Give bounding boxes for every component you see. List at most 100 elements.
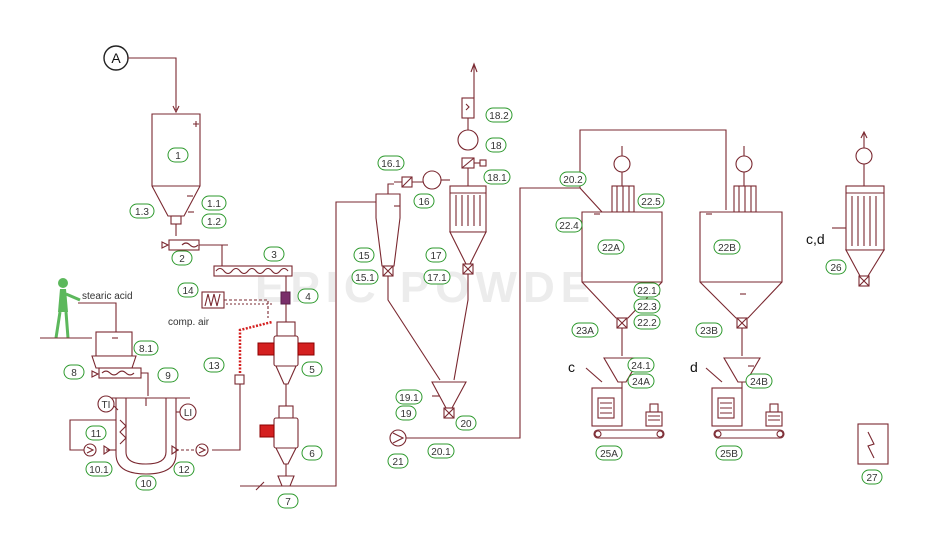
tag-13: 13 <box>203 357 225 373</box>
rotary-valve-7 <box>240 201 376 491</box>
tag-22-1: 22.1 <box>633 282 661 298</box>
svg-text:18.1: 18.1 <box>487 173 507 184</box>
valve-16-1 <box>394 176 424 188</box>
li-label: LI <box>184 408 192 419</box>
tag-1-1: 1.1 <box>201 195 227 211</box>
svg-text:24A: 24A <box>632 377 650 388</box>
screw-feeder-2 <box>161 224 228 251</box>
tag-18-1: 18.1 <box>483 169 511 185</box>
svg-text:23B: 23B <box>700 326 718 337</box>
tag-25a: 25A <box>595 445 623 461</box>
tag-23b: 23B <box>695 322 723 338</box>
tag-18-2: 18.2 <box>485 107 513 123</box>
tag-7: 7 <box>277 493 299 509</box>
svg-text:12: 12 <box>178 465 190 476</box>
tag-20-1: 20.1 <box>427 443 455 459</box>
svg-text:14: 14 <box>182 286 194 297</box>
svg-text:1.3: 1.3 <box>135 207 149 218</box>
coating-mill-5 <box>257 304 315 385</box>
tag-10: 10 <box>135 475 157 491</box>
svg-text:17.1: 17.1 <box>427 273 447 284</box>
legend-box-27 <box>857 423 889 465</box>
packing-machine-25b <box>711 387 785 439</box>
svg-text:9: 9 <box>165 371 171 382</box>
stearic-acid-hopper-8 <box>78 302 137 369</box>
svg-text:8.1: 8.1 <box>139 344 153 355</box>
svg-text:16.1: 16.1 <box>381 159 401 170</box>
branch-label-cd: c,d <box>806 231 825 247</box>
svg-text:5: 5 <box>309 365 315 376</box>
dust-collector-26 <box>832 130 885 287</box>
svg-text:26: 26 <box>830 263 842 274</box>
svg-text:24.1: 24.1 <box>631 361 651 372</box>
svg-text:19.1: 19.1 <box>399 393 419 404</box>
tag-17: 17 <box>425 247 447 263</box>
tag-20-2: 20.2 <box>559 171 587 187</box>
silo-1 <box>151 113 201 225</box>
svg-text:25B: 25B <box>720 449 738 460</box>
tag-19-1: 19.1 <box>395 389 423 405</box>
tag-2: 2 <box>171 250 193 266</box>
branch-label-c: c <box>568 359 575 375</box>
input-a-label: A <box>111 50 121 66</box>
svg-text:7: 7 <box>285 497 291 508</box>
svg-text:16: 16 <box>418 197 430 208</box>
tag-22-5: 22.5 <box>637 193 665 209</box>
svg-text:4: 4 <box>305 292 311 303</box>
tag-12: 12 <box>173 461 195 477</box>
screw-feeder-9 <box>91 367 149 396</box>
tag-19: 19 <box>395 405 417 421</box>
tag-14: 14 <box>177 282 199 298</box>
tag-8-1: 8.1 <box>133 340 159 356</box>
svg-text:19: 19 <box>400 409 412 420</box>
tag-24a: 24A <box>627 373 655 389</box>
branch-label-d: d <box>690 359 698 375</box>
tag-11: 11 <box>85 425 107 441</box>
tag-8: 8 <box>63 364 85 380</box>
svg-text:17: 17 <box>430 251 442 262</box>
svg-text:21: 21 <box>392 457 404 468</box>
feed-line-a <box>128 57 180 114</box>
tag-22-3: 22.3 <box>633 298 661 314</box>
tag-25b: 25B <box>715 445 743 461</box>
tag-1: 1 <box>167 147 189 163</box>
pump-12 <box>171 443 209 457</box>
svg-text:22.4: 22.4 <box>559 221 579 232</box>
filter-4 <box>280 291 291 305</box>
svg-text:1: 1 <box>175 151 181 162</box>
hopper-20 <box>431 381 467 419</box>
tag-16: 16 <box>413 193 435 209</box>
svg-text:22.3: 22.3 <box>637 302 657 313</box>
svg-text:3: 3 <box>271 250 277 261</box>
tag-17-1: 17.1 <box>423 269 451 285</box>
tag-22-4: 22.4 <box>555 217 583 233</box>
ti-label: TI <box>102 400 111 411</box>
fan-16 <box>422 170 450 190</box>
coating-mill-6 <box>259 405 299 465</box>
svg-text:27: 27 <box>866 473 878 484</box>
svg-text:11: 11 <box>91 429 102 440</box>
svg-text:8: 8 <box>71 368 77 379</box>
silo-22b <box>699 146 783 356</box>
tag-9: 9 <box>157 367 179 383</box>
input-a-marker: A <box>103 45 129 71</box>
svg-text:20.2: 20.2 <box>563 175 583 186</box>
svg-text:22.1: 22.1 <box>637 286 657 297</box>
tag-21: 21 <box>387 453 409 469</box>
tag-27: 27 <box>861 469 883 485</box>
svg-text:18: 18 <box>490 141 502 152</box>
tag-6: 6 <box>301 445 323 461</box>
svg-text:1.2: 1.2 <box>207 217 221 228</box>
tag-18: 18 <box>485 137 507 153</box>
svg-text:13: 13 <box>208 361 220 372</box>
comp-air-label: comp. air <box>168 317 210 328</box>
tag-26: 26 <box>825 259 847 275</box>
blower-21 <box>389 129 727 447</box>
tag-24-1: 24.1 <box>627 357 655 373</box>
svg-text:22A: 22A <box>602 243 620 254</box>
svg-text:20.1: 20.1 <box>431 447 451 458</box>
tag-22a: 22A <box>597 239 625 255</box>
cyclone-15 <box>375 183 441 381</box>
svg-text:22.2: 22.2 <box>637 318 657 329</box>
